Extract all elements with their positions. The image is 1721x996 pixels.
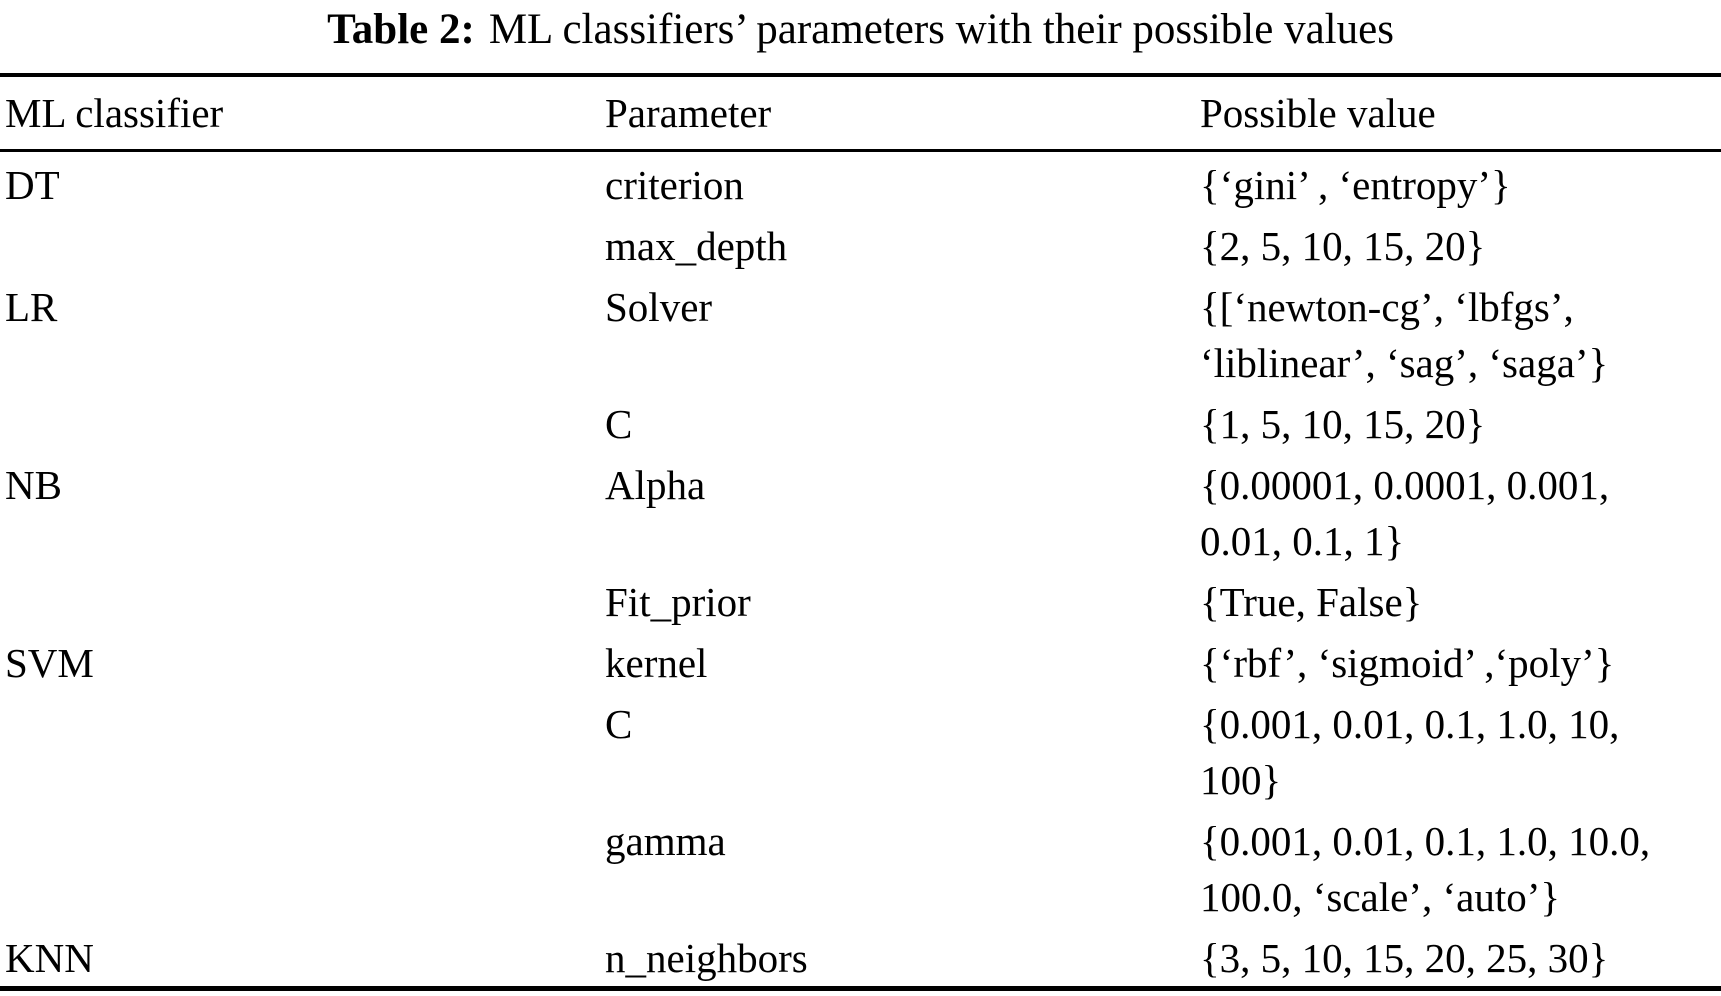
table-header-row: ML classifier Parameter Possible value [0, 75, 1721, 152]
cell-classifier: NB [5, 462, 62, 508]
table-row: SVM kernel {‘rbf’, ‘sigmoid’ ,‘poly’} [0, 630, 1721, 691]
cell-value: {0.00001, 0.0001, 0.001, 0.01, 0.1, 1} [1200, 462, 1610, 564]
cell-parameter: C [605, 701, 633, 747]
cell-value: {[‘newton-cg’, ‘lbfgs’, ‘liblinear’, ‘sa… [1200, 284, 1609, 386]
cell-classifier [0, 213, 605, 274]
cell-value: {0.001, 0.01, 0.1, 1.0, 10.0, 100.0, ‘sc… [1200, 818, 1651, 920]
cell-value: {2, 5, 10, 15, 20} [1200, 223, 1486, 269]
cell-classifier [0, 808, 605, 925]
table-row: gamma {0.001, 0.01, 0.1, 1.0, 10.0, 100.… [0, 808, 1721, 925]
cell-parameter: n_neighbors [605, 935, 808, 981]
cell-value: {3, 5, 10, 15, 20, 25, 30} [1200, 935, 1609, 981]
table-row: DT criterion {‘gini’ , ‘entropy’} [0, 151, 1721, 214]
cell-parameter: Fit_prior [605, 579, 751, 625]
cell-parameter: Solver [605, 284, 713, 330]
cell-parameter: kernel [605, 640, 708, 686]
cell-value: {‘gini’ , ‘entropy’} [1200, 162, 1511, 208]
cell-value: {0.001, 0.01, 0.1, 1.0, 10, 100} [1200, 701, 1620, 803]
cell-classifier: LR [5, 284, 58, 330]
table-row: KNN n_neighbors {3, 5, 10, 15, 20, 25, 3… [0, 925, 1721, 989]
cell-parameter: Alpha [605, 462, 706, 508]
cell-classifier [0, 391, 605, 452]
column-header-value: Possible value [1200, 75, 1721, 152]
cell-classifier: SVM [5, 640, 94, 686]
cell-value: {True, False} [1200, 579, 1423, 625]
table-row: LR Solver {[‘newton-cg’, ‘lbfgs’, ‘libli… [0, 274, 1721, 391]
table-row: max_depth {2, 5, 10, 15, 20} [0, 213, 1721, 274]
table-row: NB Alpha {0.00001, 0.0001, 0.001, 0.01, … [0, 452, 1721, 569]
cell-value: {1, 5, 10, 15, 20} [1200, 401, 1486, 447]
caption-text: ML classifiers’ parameters with their po… [488, 6, 1394, 53]
cell-parameter: criterion [605, 162, 744, 208]
cell-parameter: max_depth [605, 223, 788, 269]
caption-label: Table 2: [327, 6, 475, 53]
table-row: C {1, 5, 10, 15, 20} [0, 391, 1721, 452]
table-row: Fit_prior {True, False} [0, 569, 1721, 630]
cell-classifier: DT [5, 162, 60, 208]
cell-parameter: gamma [605, 818, 726, 864]
cell-value: {‘rbf’, ‘sigmoid’ ,‘poly’} [1200, 640, 1615, 686]
column-header-parameter: Parameter [605, 75, 1200, 152]
table-row: C {0.001, 0.01, 0.1, 1.0, 10, 100} [0, 691, 1721, 808]
parameters-table: ML classifier Parameter Possible value D… [0, 73, 1721, 991]
cell-parameter: C [605, 401, 633, 447]
cell-classifier [0, 569, 605, 630]
cell-classifier [0, 691, 605, 808]
column-header-classifier: ML classifier [0, 75, 605, 152]
cell-classifier: KNN [5, 935, 94, 981]
table-caption: Table 2: ML classifiers’ parameters with … [0, 0, 1721, 73]
